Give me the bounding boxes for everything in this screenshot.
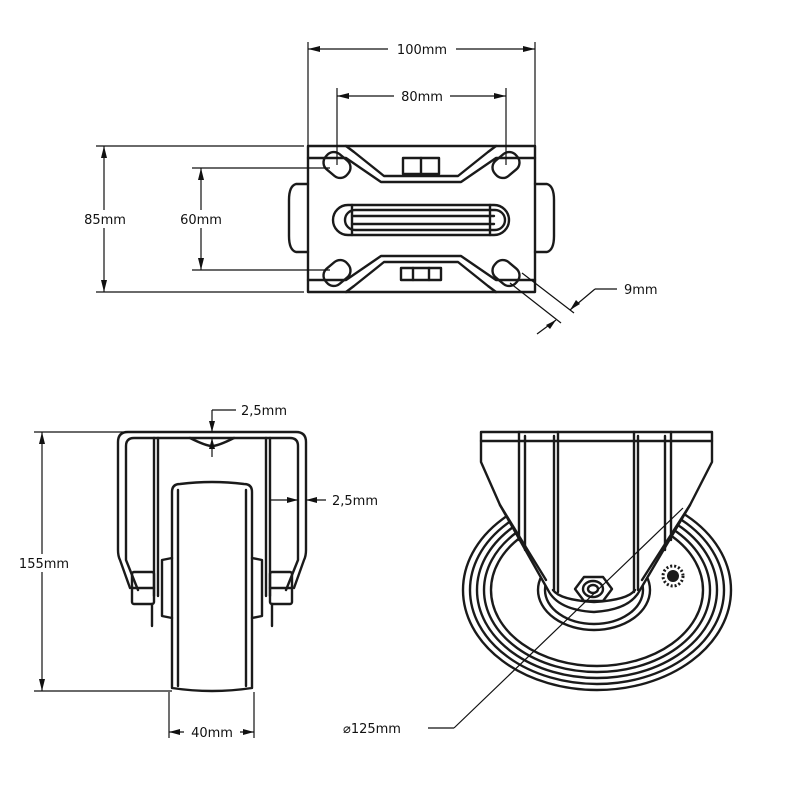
top-rib-lower: [306, 254, 537, 282]
dimension-plate-depth: 85mm: [80, 145, 304, 293]
dimension-plate-width: 100mm: [307, 40, 536, 146]
axle-nut-ring: [581, 579, 605, 599]
dimension-label-plate-depth: 85mm: [84, 213, 126, 228]
hub-right: [250, 556, 264, 620]
dimension-label-hole-spacing-x: 80mm: [401, 90, 443, 105]
dimension-wheel-diameter: ⌀125mm: [343, 507, 684, 737]
top-rib-upper: [306, 156, 537, 184]
dimension-label-wheel-width: 40mm: [191, 726, 233, 741]
mounting-hole-bottom-right: [491, 258, 521, 288]
bracket-arm-left: [498, 503, 548, 582]
dimension-label-plate-width: 100mm: [397, 43, 447, 58]
dimension-label-total-height: 155mm: [19, 557, 69, 572]
mounting-hole-bottom-left: [322, 258, 352, 288]
dimension-wheel-width: 40mm: [168, 692, 255, 741]
wheel-edge-right: [533, 182, 556, 254]
wheel-front: [170, 480, 254, 693]
dimension-hole-spacing-x: 80mm: [336, 86, 507, 165]
mounting-hole-top-left: [322, 150, 352, 180]
dimension-hole-slot-width: 9mm: [509, 272, 658, 335]
top-plate-view: 100mm 80mm 85mm: [80, 40, 658, 335]
top-plate-outline: [306, 144, 537, 294]
wheel-logo-icon: [661, 564, 685, 588]
front-view: 155mm 2,5mm 2,5mm 40mm: [14, 404, 378, 741]
dimension-side-bracket-thickness: 2,5mm: [270, 494, 378, 509]
axle-nut-bottom: [399, 266, 443, 282]
dimension-label-side-bracket-thickness: 2,5mm: [332, 494, 378, 509]
axle-nut-hex: [573, 575, 614, 603]
dimension-label-hole-slot-width: 9mm: [624, 283, 658, 298]
side-view: ⌀125mm: [343, 430, 733, 737]
bracket-inner: [124, 436, 300, 592]
dimension-hole-spacing-y: 60mm: [175, 167, 330, 271]
dimension-top-plate-thickness: 2,5mm: [209, 404, 287, 457]
mounting-hole-top-right: [491, 150, 521, 180]
center-tread: [331, 203, 511, 237]
dimension-total-height: 155mm: [14, 431, 172, 692]
dimension-label-wheel-diameter: ⌀125mm: [343, 722, 401, 737]
wheel-edge-left: [287, 182, 310, 254]
top-rib-lower-inner: [344, 260, 498, 294]
top-rib-upper-inner: [344, 144, 498, 178]
diameter-symbol: ⌀: [343, 722, 351, 737]
dimension-label-hole-spacing-y: 60mm: [180, 213, 222, 228]
diameter-value: 125mm: [351, 722, 401, 737]
hub-left: [160, 556, 174, 620]
dimension-label-top-plate-thickness: 2,5mm: [241, 404, 287, 419]
